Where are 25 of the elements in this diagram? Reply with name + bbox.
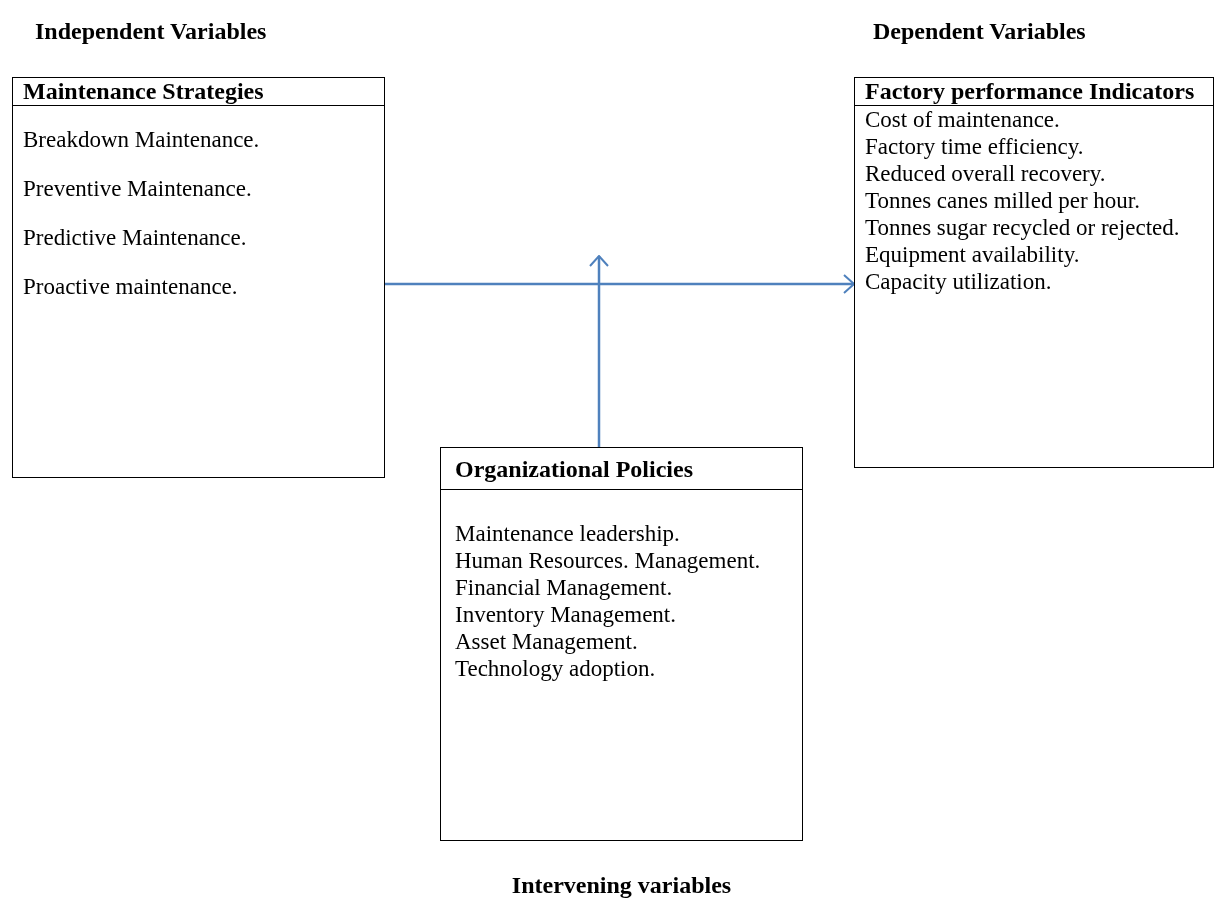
box-heading: Organizational Policies [441,448,802,490]
list-item: Factory time efficiency. [864,133,1085,160]
arrow [589,255,609,447]
list-item: Equipment availability. [864,241,1081,268]
list-item: Proactive maintenance. [22,273,239,300]
list-item: Tonnes sugar recycled or rejected. [864,214,1181,241]
list-item: Capacity utilization. [864,268,1053,295]
list-item: Human Resources. Management. [454,547,762,574]
list-item: Predictive Maintenance. [22,224,248,251]
list-item: Maintenance leadership. [454,520,681,547]
box-heading: Factory performance Indicators [855,78,1213,106]
list-item: Cost of maintenance. [864,106,1061,133]
list-item: Breakdown Maintenance. [22,126,261,153]
group-heading: Intervening variables [510,872,733,899]
group-heading: Independent Variables [35,18,267,45]
box-heading: Maintenance Strategies [13,78,384,106]
list-item: Tonnes canes milled per hour. [864,187,1141,214]
list-item: Inventory Management. [454,601,677,628]
group-heading: Dependent Variables [873,18,1086,45]
arrow [385,274,855,294]
list-item: Asset Management. [454,628,639,655]
list-item: Reduced overall recovery. [864,160,1107,187]
list-item: Financial Management. [454,574,674,601]
list-item: Preventive Maintenance. [22,175,253,202]
list-item: Technology adoption. [454,655,657,682]
